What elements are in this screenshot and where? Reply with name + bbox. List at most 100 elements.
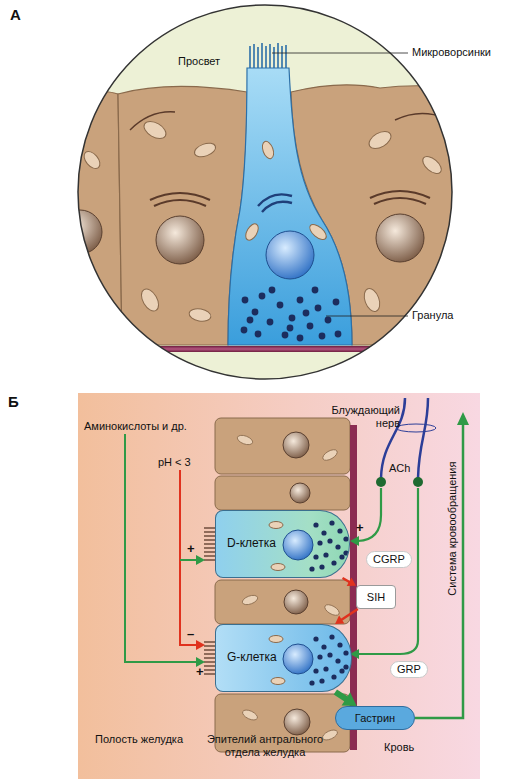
epithelium [215,418,350,752]
nerve-terminal [376,477,386,487]
microvillus [257,47,259,68]
nucleus [284,709,310,735]
granule [317,540,322,545]
granule [319,678,324,683]
arrowhead [196,640,205,650]
granule [343,650,348,655]
granule [269,287,276,294]
nerve-terminal [413,477,423,487]
microvillus [273,47,275,68]
leader-line [272,53,408,54]
microvillus [204,661,215,662]
mitochondrion [361,286,382,313]
epithelial-cell [215,476,350,510]
microvillus [204,657,215,658]
stimulus-arrow [125,434,197,662]
microvillus [204,535,215,536]
golgi [130,112,445,206]
microvillus [253,44,255,68]
panel-letter: А [10,6,21,24]
granule [325,317,332,324]
microvillus [204,551,215,552]
granule [321,530,326,535]
microvillus [204,641,215,642]
mitochondrion [321,448,339,463]
sign-label: – [187,626,194,642]
node-text: SIH [367,591,385,604]
mitochondrion [83,289,106,311]
stimulus-label: pH < 3 [158,456,191,469]
nerve-arrow [358,488,418,654]
panel-letter: Б [8,393,19,411]
mitochondrion [241,594,259,607]
microvilli [250,43,286,68]
nerve-fiber [418,398,428,478]
epithelial-cell [215,580,350,624]
granule [303,310,310,317]
microvillus [204,649,215,650]
granule [313,668,318,673]
mitochondria [236,434,341,743]
granule [339,554,344,559]
microvillus [204,531,215,532]
granule [307,323,314,330]
golgi-membrane [154,200,206,206]
nucleus [283,530,313,560]
microvillus [204,555,215,556]
microvillus [265,46,267,68]
inhibition-arrow [180,470,197,645]
granule [313,636,318,641]
mitochondrion [243,222,261,243]
granule [315,305,322,312]
granule [329,634,334,639]
mitochondrion [420,153,445,176]
granule [335,544,340,549]
golgi-membrane [258,194,292,206]
arrowhead [350,536,359,546]
microvillus [204,673,215,674]
granule [321,644,326,649]
mitochondrion [269,636,283,643]
nucleus [156,216,204,264]
leader-line [326,316,408,317]
granule [282,332,289,339]
granule [335,658,340,663]
nucleus [376,214,424,262]
nerve-sheath [396,424,436,432]
arrowhead [342,692,357,706]
granule [323,666,328,671]
mitochondrion [366,128,394,152]
mitochondrion [138,286,162,314]
region-label: Просвет [178,55,220,68]
arrowhead [335,616,344,624]
microvillus [277,43,279,68]
granule [339,668,344,673]
magnifier-circle [78,5,452,379]
d-cell: D-клетка [215,510,350,578]
part-label: Гранула [412,309,453,322]
connector [342,578,356,586]
mitochondrion [141,118,169,142]
mitochondrion [323,603,341,618]
granule [297,297,304,304]
node-text: G-клетка [227,651,277,665]
arrowhead [457,412,469,425]
granule [241,327,248,334]
sign-label: + [187,541,195,557]
nucleus [266,231,314,279]
granule [327,652,332,657]
granule [327,538,332,543]
microvillus [204,559,215,560]
epithelial-cell [215,418,350,474]
signal-label: ACh [389,462,410,475]
node-text: D-клетка [227,537,276,551]
node-text: Гастрин [355,712,395,725]
granule [313,522,318,527]
sign-label: + [196,664,204,680]
granule [313,554,318,559]
endocrine-cell [228,68,352,345]
sign-label: + [356,520,364,536]
granule [242,297,249,304]
granule [331,560,336,565]
granule [333,299,340,306]
